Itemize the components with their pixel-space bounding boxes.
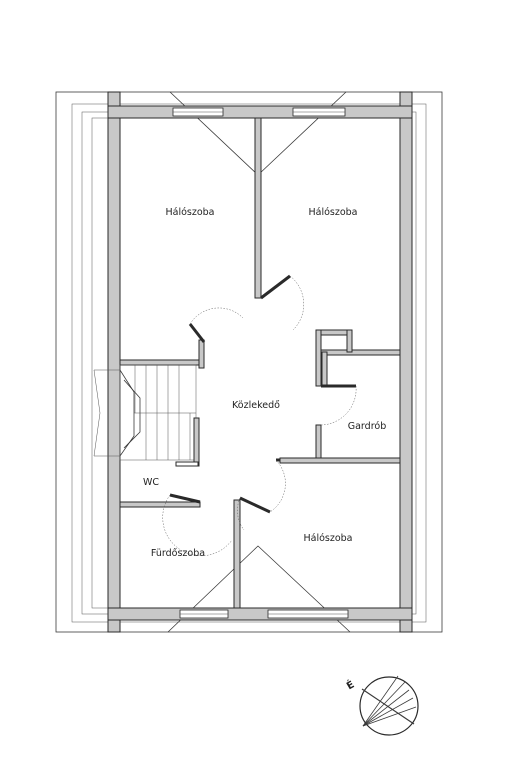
room-label-bathroom: Fürdőszoba [151, 548, 205, 559]
north-label: É [344, 678, 357, 693]
room-label-corridor: Közlekedő [232, 400, 280, 411]
room-label-bedroom-nw: Hálószoba [165, 207, 214, 218]
room-label-wc: WC [143, 477, 159, 488]
staircase [93, 364, 200, 467]
room-label-bedroom-se: Hálószoba [303, 533, 352, 544]
doors [162, 274, 357, 557]
room-label-wardrobe: Gardrób [348, 421, 387, 432]
interior-walls [119, 117, 401, 609]
room-label-bedroom-ne: Hálószoba [308, 207, 357, 218]
compass [359, 675, 419, 736]
windows [172, 107, 349, 619]
